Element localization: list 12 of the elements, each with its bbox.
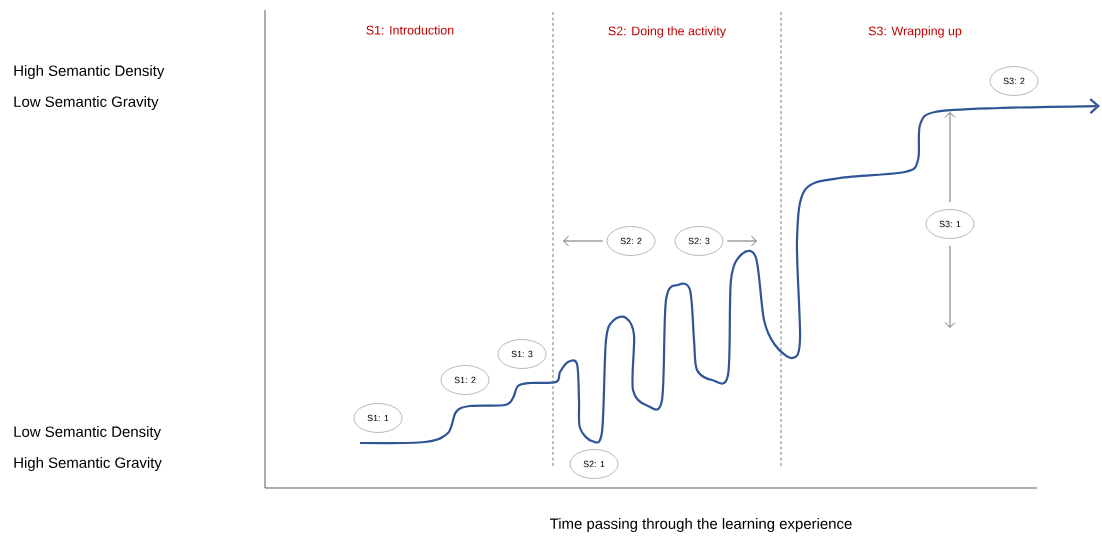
axis-label: High Semantic Density bbox=[14, 65, 165, 79]
arrow bbox=[726, 235, 757, 247]
section-heading: S2: Doing the activity bbox=[608, 26, 727, 38]
arrow bbox=[944, 245, 956, 328]
arrow bbox=[944, 112, 956, 203]
section-heading: S1: Introduction bbox=[366, 25, 454, 35]
axis-label: Low Semantic Gravity bbox=[14, 96, 159, 110]
axis-label: High Semantic Gravity bbox=[14, 457, 162, 471]
section-heading: S3: Wrapping up bbox=[868, 26, 962, 38]
arrow bbox=[563, 235, 604, 247]
axis-label: Low Semantic Density bbox=[14, 426, 161, 440]
axis-title: Time passing through the learning experience bbox=[550, 518, 852, 532]
